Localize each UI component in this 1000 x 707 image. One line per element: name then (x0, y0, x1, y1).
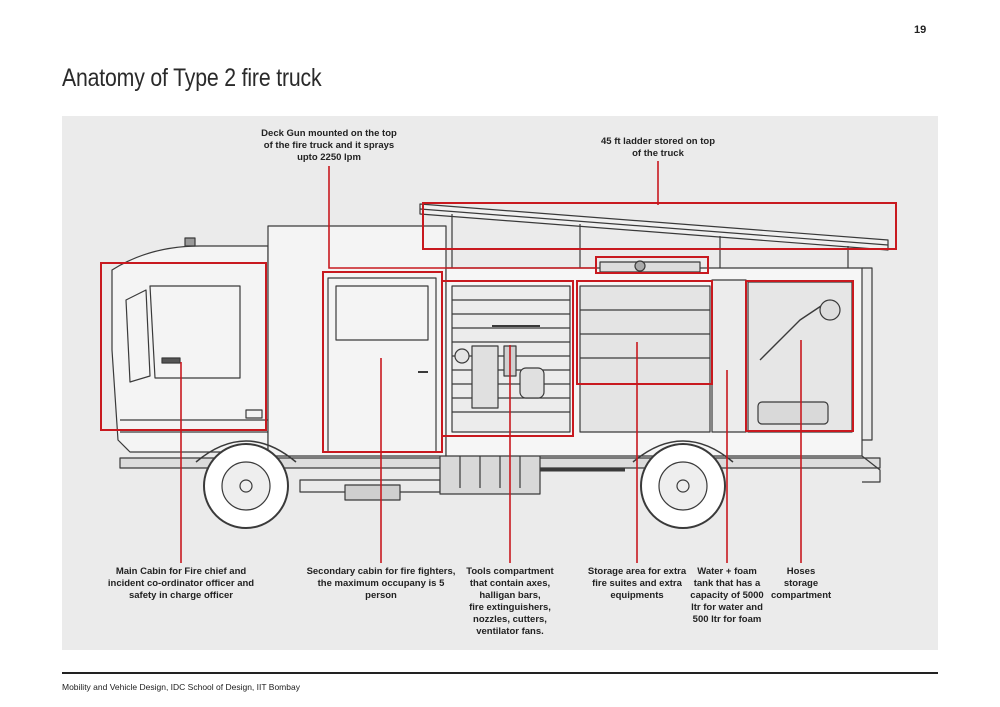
ladder-label: 45 ft ladder stored on top of the truck (600, 136, 715, 159)
leader-lines (180, 161, 802, 563)
page-number: 19 (914, 24, 927, 36)
deck-gun-label: Deck Gun mounted on the top of the fire … (261, 128, 397, 163)
footer-credit: Mobility and Vehicle Design, IDC School … (62, 682, 300, 692)
water-foam-tank-label: Water + foam tank that has a capacity of… (690, 566, 764, 625)
hoses-storage-highlight (745, 280, 854, 432)
footer-divider (62, 672, 938, 674)
secondary-cabin-label: Secondary cabin for fire fighters, the m… (306, 566, 456, 601)
hoses-storage-label: Hoses storage compartment (771, 566, 832, 601)
tools-compartment-highlight (441, 280, 574, 437)
fire-truck-illustration (111, 203, 889, 529)
page-title: Anatomy of Type 2 fire truck (62, 64, 322, 92)
tools-compartment-label: Tools compartment that contain axes, hal… (466, 566, 554, 637)
main-cabin-highlight (100, 262, 267, 431)
main-cabin-label: Main Cabin for Fire chief and incident c… (107, 566, 255, 601)
ladder-highlight (422, 202, 897, 250)
storage-area-highlight (576, 280, 713, 385)
storage-area-label: Storage area for extra fire suites and e… (587, 566, 687, 601)
deck-gun-highlight (595, 256, 709, 274)
highlight-boxes (100, 202, 897, 453)
